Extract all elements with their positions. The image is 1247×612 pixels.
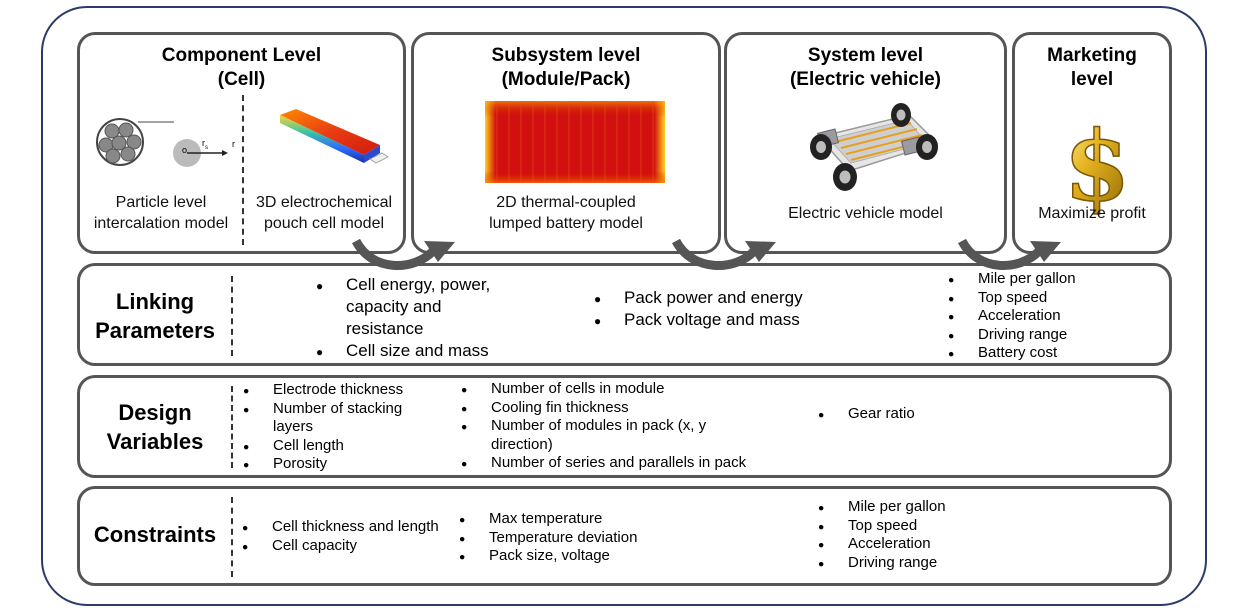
particle-label-r: r <box>232 139 235 149</box>
system-level-box: System level (Electric vehicle) Electric… <box>724 32 1007 254</box>
list-item: Driving range <box>948 326 1148 345</box>
list-item: Electrode thickness <box>243 381 423 400</box>
dollar-sign-icon: $ <box>1067 109 1127 217</box>
list-item: Mile per gallon <box>948 270 1148 289</box>
list-item: Temperature deviation <box>459 529 679 548</box>
list-item: Acceleration <box>948 307 1148 326</box>
ev-chassis-image <box>810 103 939 191</box>
list-item: Cell thickness and length <box>242 518 457 537</box>
list-item: Cell capacity <box>242 537 457 556</box>
list-item: Cooling fin thickness <box>461 399 771 418</box>
linking-pack-list: Pack power and energy Pack voltage and m… <box>594 287 854 332</box>
linking-vehicle-list: Mile per gallon Top speed Acceleration D… <box>948 270 1148 363</box>
pouch-cell-caption: 3D electrochemical pouch cell model <box>255 194 393 232</box>
constraints-pack-list: Max temperature Temperature deviation Pa… <box>459 510 679 566</box>
list-item: Number of stacking layers <box>243 400 403 437</box>
list-item: Driving range <box>818 554 1018 573</box>
pouch-cell-image <box>280 109 389 164</box>
list-item: Mile per gallon <box>818 498 1018 517</box>
list-item: Battery cost <box>948 344 1148 363</box>
list-item: Cell energy, power, capacity and resista… <box>316 274 516 340</box>
linking-parameters-title: Linking Parameters <box>95 289 215 343</box>
list-item: Pack voltage and mass <box>594 309 854 332</box>
list-item: Acceleration <box>818 535 1018 554</box>
constraints-title: Constraints <box>93 522 217 547</box>
constraints-cell-list: Cell thickness and length Cell capacity <box>242 518 457 556</box>
component-level-box: Component Level (Cell) o rs r <box>77 32 406 254</box>
ev-model-caption: Electric vehicle model <box>788 205 943 222</box>
list-item: Pack power and energy <box>594 287 854 310</box>
particle-label-o: o <box>182 145 188 155</box>
design-variables-title: Design Variables <box>106 400 204 454</box>
system-level-title: System level (Electric vehicle) <box>789 45 942 90</box>
design-pack-list: Number of cells in module Cooling fin th… <box>461 380 771 473</box>
subsystem-level-box: Subsystem level (Module/Pack) 2D thermal… <box>411 32 721 254</box>
list-item: Max temperature <box>459 510 679 529</box>
list-item: Number of series and parallels in pack <box>461 454 771 473</box>
list-item: Gear ratio <box>818 405 1018 424</box>
outer-frame <box>41 6 1207 606</box>
constraints-divider <box>231 497 233 577</box>
list-item: Pack size, voltage <box>459 547 679 566</box>
lumped-model-caption: 2D thermal-coupled lumped battery model <box>489 194 643 232</box>
list-item: Porosity <box>243 455 423 474</box>
component-level-title: Component Level (Cell) <box>161 45 322 90</box>
marketing-level-box: Marketing level $ Maximize profit <box>1012 32 1172 254</box>
linking-cell-list: Cell energy, power, capacity and resista… <box>316 274 516 363</box>
svg-text:$: $ <box>1067 110 1127 217</box>
design-cell-list: Electrode thickness Number of stacking l… <box>243 381 423 474</box>
list-item: Top speed <box>948 289 1148 308</box>
linking-divider <box>231 276 233 356</box>
component-divider <box>242 95 244 245</box>
subsystem-level-title: Subsystem level (Module/Pack) <box>491 45 641 90</box>
particle-label-rs: rs <box>202 138 208 151</box>
list-item: Number of cells in module <box>461 380 771 399</box>
maximize-profit-caption: Maximize profit <box>1038 205 1146 222</box>
particle-model-caption: Particle level intercalation model <box>93 194 229 232</box>
marketing-level-title: Marketing level <box>1047 45 1137 90</box>
thermal-map-image <box>485 101 665 183</box>
design-divider <box>231 386 233 468</box>
list-item: Number of modules in pack (x, y directio… <box>461 417 723 454</box>
list-item: Cell length <box>243 437 423 456</box>
list-item: Cell size and mass <box>316 340 516 363</box>
design-vehicle-list: Gear ratio <box>818 405 1018 424</box>
particle-model-image <box>96 118 228 167</box>
constraints-vehicle-list: Mile per gallon Top speed Acceleration D… <box>818 498 1018 573</box>
list-item: Top speed <box>818 517 1018 536</box>
